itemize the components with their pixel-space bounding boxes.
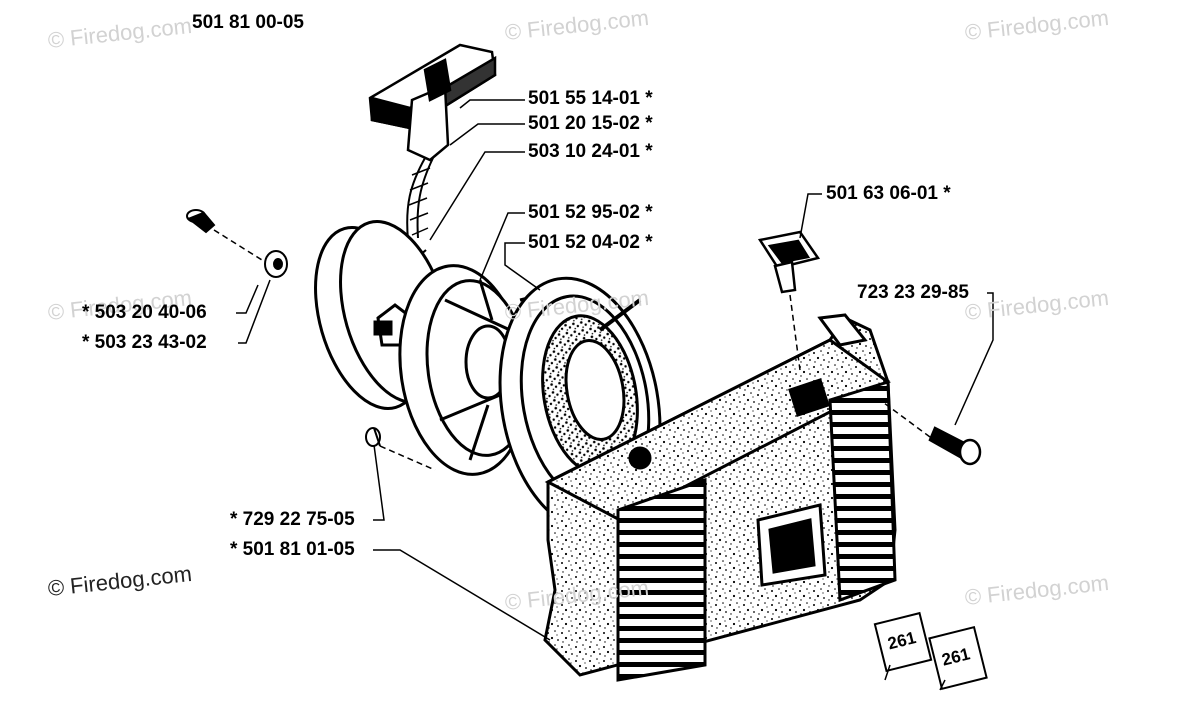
pulley-screw bbox=[186, 209, 216, 234]
part-label: 501 52 04-02 * bbox=[528, 232, 653, 253]
decal-261-xpg: 261 bbox=[928, 625, 988, 691]
grommet bbox=[757, 230, 821, 294]
part-label: 723 23 29-85 bbox=[857, 282, 969, 303]
part-label: 501 63 06-01 * bbox=[826, 183, 951, 204]
cover-screw bbox=[365, 427, 381, 447]
part-label: 503 10 24-01 * bbox=[528, 141, 653, 162]
part-label: * 729 22 75-05 bbox=[230, 509, 355, 530]
decal-261-xp: 261 bbox=[873, 611, 933, 673]
housing-bolt bbox=[928, 426, 982, 466]
starter-housing bbox=[543, 313, 897, 682]
part-label: * 503 20 40-06 bbox=[82, 302, 207, 323]
part-label: 501 52 95-02 * bbox=[528, 202, 653, 223]
washer bbox=[264, 250, 288, 278]
part-label: 501 55 14-01 * bbox=[528, 88, 653, 109]
part-label: * 501 81 01-05 bbox=[230, 539, 355, 560]
part-label: 501 20 15-02 * bbox=[528, 113, 653, 134]
leader-lines bbox=[236, 99, 994, 691]
assembly-number: 501 81 00-05 bbox=[192, 12, 304, 33]
part-label: * 503 23 43-02 bbox=[82, 332, 207, 353]
starter-handle bbox=[368, 43, 497, 162]
